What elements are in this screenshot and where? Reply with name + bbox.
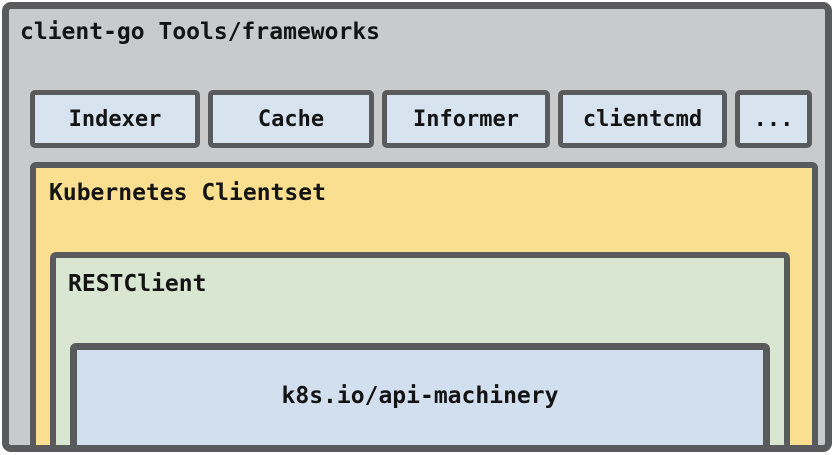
restclient-label: RESTClient [68, 271, 207, 297]
tool-box-cache: Cache [208, 90, 374, 148]
tool-box-clientcmd-label: clientcmd [582, 106, 703, 132]
tool-box-indexer-label: Indexer [68, 106, 162, 132]
api-machinery-box: k8s.io/api-machinery [70, 343, 770, 445]
tool-box-ellipsis: ... [735, 90, 812, 148]
client-go-tools-frameworks-label: client-go Tools/frameworks [20, 19, 381, 45]
restclient-box: RESTClient k8s.io/api-machinery [50, 252, 790, 445]
tool-box-informer: Informer [382, 90, 550, 148]
tools-row: Indexer Cache Informer clientcmd ... [30, 90, 812, 148]
tool-box-informer-label: Informer [413, 106, 519, 132]
tool-box-ellipsis-label: ... [753, 106, 794, 132]
api-machinery-label: k8s.io/api-machinery [281, 383, 559, 409]
kubernetes-clientset-label: Kubernetes Clientset [49, 180, 326, 206]
tool-box-clientcmd: clientcmd [558, 90, 727, 148]
tool-box-indexer: Indexer [30, 90, 200, 148]
tool-box-cache-label: Cache [257, 106, 325, 132]
kubernetes-clientset-box: Kubernetes Clientset RESTClient k8s.io/a… [30, 162, 818, 445]
